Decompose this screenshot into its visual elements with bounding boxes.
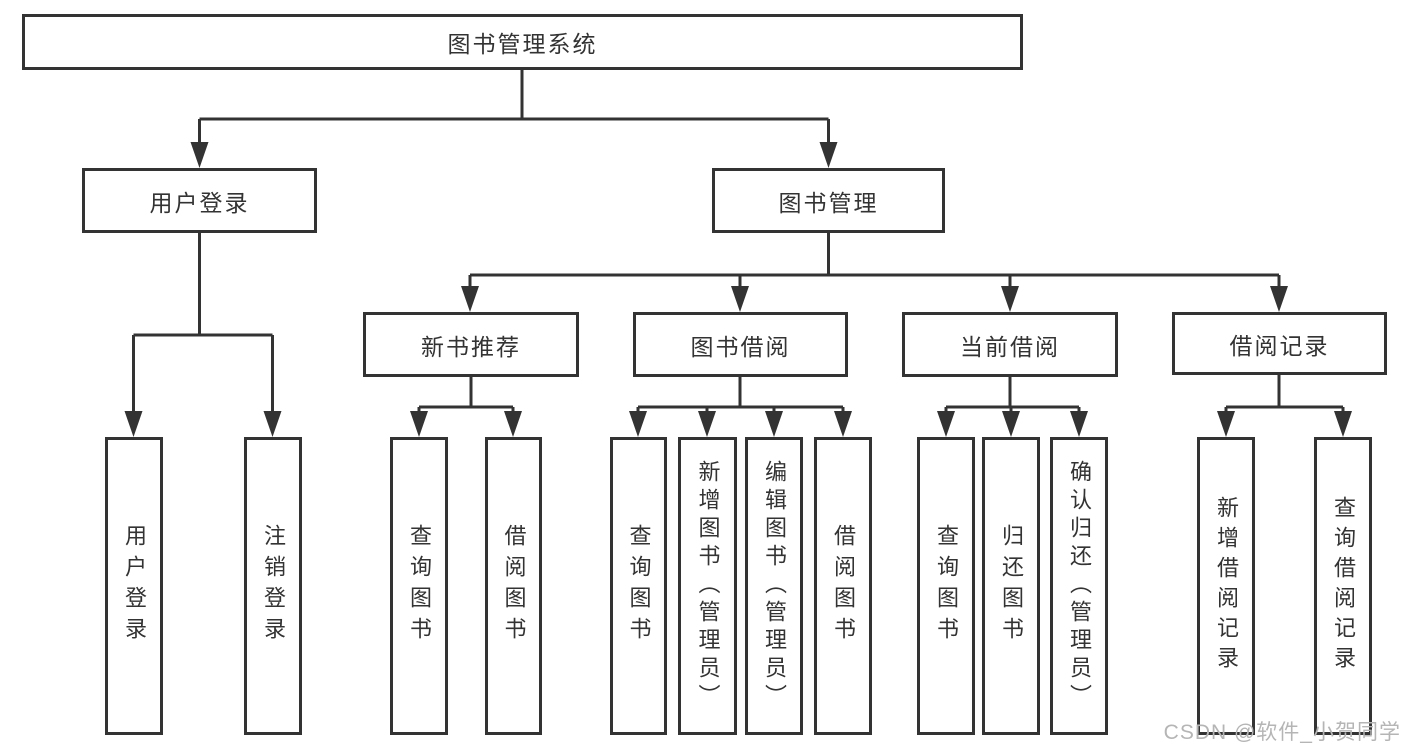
leaf-nb-borrow-book-label: 借阅图书 [501, 524, 527, 648]
leaf-cb-return-book: 归还图书 [982, 437, 1040, 735]
leaf-nb-borrow-book: 借阅图书 [485, 437, 542, 735]
leaf-bb-query-book: 查询图书 [610, 437, 667, 735]
node-current-borrow: 当前借阅 [902, 312, 1118, 377]
node-new-book-recommend: 新书推荐 [363, 312, 579, 377]
node-user-login-label: 用户登录 [149, 189, 250, 216]
leaf-bb-add-book-admin-label: 新增图书（管理员） [695, 460, 721, 712]
node-root-label: 图书管理系统 [447, 31, 598, 57]
node-root: 图书管理系统 [22, 14, 1023, 70]
node-book-management-label: 图书管理 [778, 189, 879, 216]
leaf-cb-return-book-label: 归还图书 [999, 524, 1024, 648]
leaf-br-add-record-label: 新增借阅记录 [1214, 496, 1239, 676]
node-borrow-records-label: 借阅记录 [1229, 332, 1330, 359]
leaf-cb-confirm-return-admin: 确认归还（管理员） [1050, 437, 1108, 735]
node-current-borrow-label: 当前借阅 [960, 333, 1060, 360]
leaf-logout: 注销登录 [244, 437, 302, 735]
leaf-br-query-record-label: 查询借阅记录 [1331, 496, 1356, 676]
leaf-nb-query-book-label: 查询图书 [407, 524, 432, 648]
leaf-bb-edit-book-admin-label: 编辑图书（管理员） [762, 460, 787, 712]
leaf-nb-query-book: 查询图书 [390, 437, 448, 735]
leaf-br-add-record: 新增借阅记录 [1197, 437, 1255, 735]
leaf-bb-edit-book-admin: 编辑图书（管理员） [745, 437, 803, 735]
arrowheads [124, 142, 1352, 437]
leaf-cb-query-book-label: 查询图书 [934, 524, 959, 648]
leaf-user-login: 用户登录 [105, 437, 163, 735]
leaf-logout-label: 注销登录 [261, 524, 286, 648]
node-book-borrow: 图书借阅 [633, 312, 848, 377]
leaf-bb-query-book-label: 查询图书 [626, 524, 652, 648]
leaf-br-query-record: 查询借阅记录 [1314, 437, 1372, 735]
node-user-login: 用户登录 [82, 168, 317, 233]
node-book-management: 图书管理 [712, 168, 945, 233]
leaf-cb-confirm-return-admin-label: 确认归还（管理员） [1067, 460, 1092, 712]
watermark: CSDN @软件_小贺同学 [1163, 721, 1401, 744]
node-book-borrow-label: 图书借阅 [690, 333, 791, 360]
node-new-book-recommend-label: 新书推荐 [421, 333, 521, 360]
leaf-bb-borrow-book: 借阅图书 [814, 437, 872, 735]
leaf-bb-borrow-book-label: 借阅图书 [831, 524, 856, 648]
leaf-bb-add-book-admin: 新增图书（管理员） [678, 437, 737, 735]
node-borrow-records: 借阅记录 [1172, 312, 1387, 375]
leaf-cb-query-book: 查询图书 [917, 437, 975, 735]
leaf-user-login-label: 用户登录 [122, 524, 147, 648]
